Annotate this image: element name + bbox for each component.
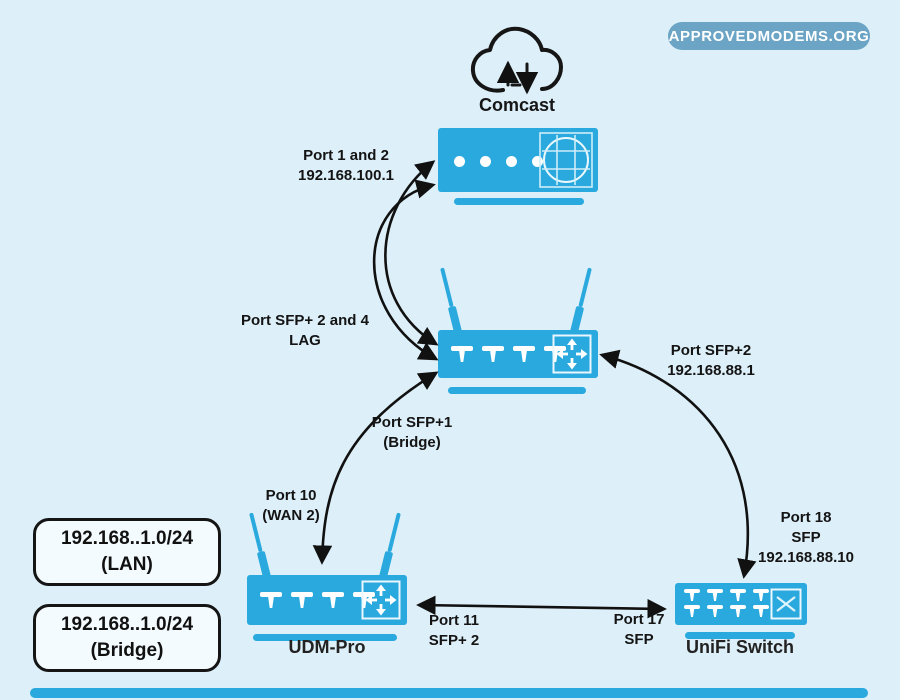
- arrow-router-switch: [599, 349, 757, 579]
- led-dot: [454, 156, 465, 167]
- ethernet-port-icon: [684, 589, 700, 601]
- router-base: [448, 387, 586, 394]
- label-port-1-and-2: Port 1 and 2 192.168.100.1: [298, 146, 394, 186]
- antenna-icon: [379, 512, 403, 578]
- arrow-bridge: [312, 371, 439, 565]
- ethernet-port-icon: [322, 592, 344, 609]
- subnet-kind: (LAN): [101, 554, 153, 575]
- globe-grid-icon: [539, 132, 593, 188]
- modem-led-row: [454, 156, 543, 167]
- udm-label: UDM-Pro: [288, 637, 366, 657]
- label-line: Port 17: [613, 611, 665, 628]
- ethernet-port-icon: [753, 605, 769, 617]
- label-line: Port 1 and 2: [303, 147, 389, 164]
- cloud-up-arrow-icon: [496, 60, 522, 87]
- label-line: LAG: [289, 331, 321, 349]
- x-port-icon: [770, 588, 802, 620]
- ethernet-port-icon: [451, 346, 473, 363]
- ethernet-port-icon: [544, 346, 566, 363]
- ethernet-port-icon: [707, 589, 723, 601]
- label-port17: Port 17 SFP: [614, 610, 665, 650]
- switch-port-grid: [684, 589, 769, 617]
- subnet-kind: (Bridge): [90, 640, 164, 661]
- ethernet-port-icon: [730, 605, 746, 617]
- label-line: SFP+ 2: [428, 631, 480, 649]
- router-port-row: [451, 346, 566, 363]
- cloud-icon: [470, 26, 563, 95]
- label-line: 192.168.88.1: [667, 361, 755, 379]
- led-dot: [480, 156, 491, 167]
- ethernet-port-icon: [353, 592, 375, 609]
- switch-base: [685, 632, 795, 639]
- subnet-box-bridge: 192.168..1.0/24 (Bridge): [33, 604, 221, 672]
- label-lag: Port SFP+ 2 and 4 LAG: [241, 311, 369, 351]
- ethernet-port-icon: [730, 589, 746, 601]
- label-port10: Port 10 (WAN 2): [262, 486, 320, 526]
- subnet-cidr: 192.168..1.0/24: [60, 614, 194, 636]
- arrow-lag-1: [384, 160, 439, 346]
- switch-body: [675, 583, 807, 625]
- ethernet-port-icon: [707, 605, 723, 617]
- label-line: Port SFP+ 2 and 4: [241, 312, 369, 329]
- label-sfp1-bridge: Port SFP+1 (Bridge): [372, 413, 452, 453]
- subnet-box-lan: 192.168..1.0/24 (LAN): [33, 518, 221, 586]
- udm-body: [247, 575, 407, 625]
- router-body: [438, 330, 598, 378]
- udm-base: [253, 634, 397, 641]
- modem-body: [438, 128, 598, 192]
- ethernet-port-icon: [684, 605, 700, 617]
- subnet-cidr: 192.168..1.0/24: [60, 528, 194, 550]
- arrow-lag-2: [373, 179, 439, 361]
- modem-base: [454, 198, 584, 205]
- label-port11: Port 11 SFP+ 2: [429, 611, 479, 651]
- site-badge: APPROVEDMODEMS.ORG: [668, 22, 870, 50]
- label-line: Port 18: [780, 509, 832, 526]
- footer-bar: [30, 688, 868, 698]
- ethernet-port-icon: [753, 589, 769, 601]
- label-port18: Port 18 SFP 192.168.88.10: [758, 508, 854, 567]
- modem-device: [438, 128, 598, 205]
- ethernet-port-icon: [260, 592, 282, 609]
- label-line: Port SFP+1: [371, 414, 453, 431]
- udm-port-row: [260, 592, 375, 609]
- label-line: SFP: [624, 630, 654, 648]
- led-dot: [532, 156, 543, 167]
- arrow-udm-switch: [416, 595, 667, 619]
- label-line: Port SFP+2: [670, 342, 752, 359]
- label-sfp2: Port SFP+2 192.168.88.1: [667, 341, 755, 381]
- label-line: 192.168.100.1: [298, 166, 394, 184]
- label-line: 192.168.88.10: [758, 548, 854, 566]
- switch-label: UniFi Switch: [686, 637, 794, 657]
- router-device: [438, 267, 598, 394]
- ethernet-port-icon: [482, 346, 504, 363]
- cloud-label: Comcast: [478, 95, 556, 115]
- unifi-switch-device: [675, 583, 807, 639]
- label-line: Port 11: [428, 612, 480, 629]
- nav-arrows-icon: [552, 334, 592, 374]
- nav-arrows-icon: [361, 580, 401, 620]
- led-dot: [506, 156, 517, 167]
- label-line: (WAN 2): [262, 506, 320, 524]
- label-line: SFP: [791, 528, 821, 546]
- label-line: (Bridge): [383, 433, 441, 451]
- ethernet-port-icon: [291, 592, 313, 609]
- antenna-icon: [438, 267, 462, 333]
- antenna-icon: [570, 267, 594, 333]
- ethernet-port-icon: [513, 346, 535, 363]
- label-line: Port 10: [265, 487, 317, 504]
- udm-pro-device: [247, 512, 407, 641]
